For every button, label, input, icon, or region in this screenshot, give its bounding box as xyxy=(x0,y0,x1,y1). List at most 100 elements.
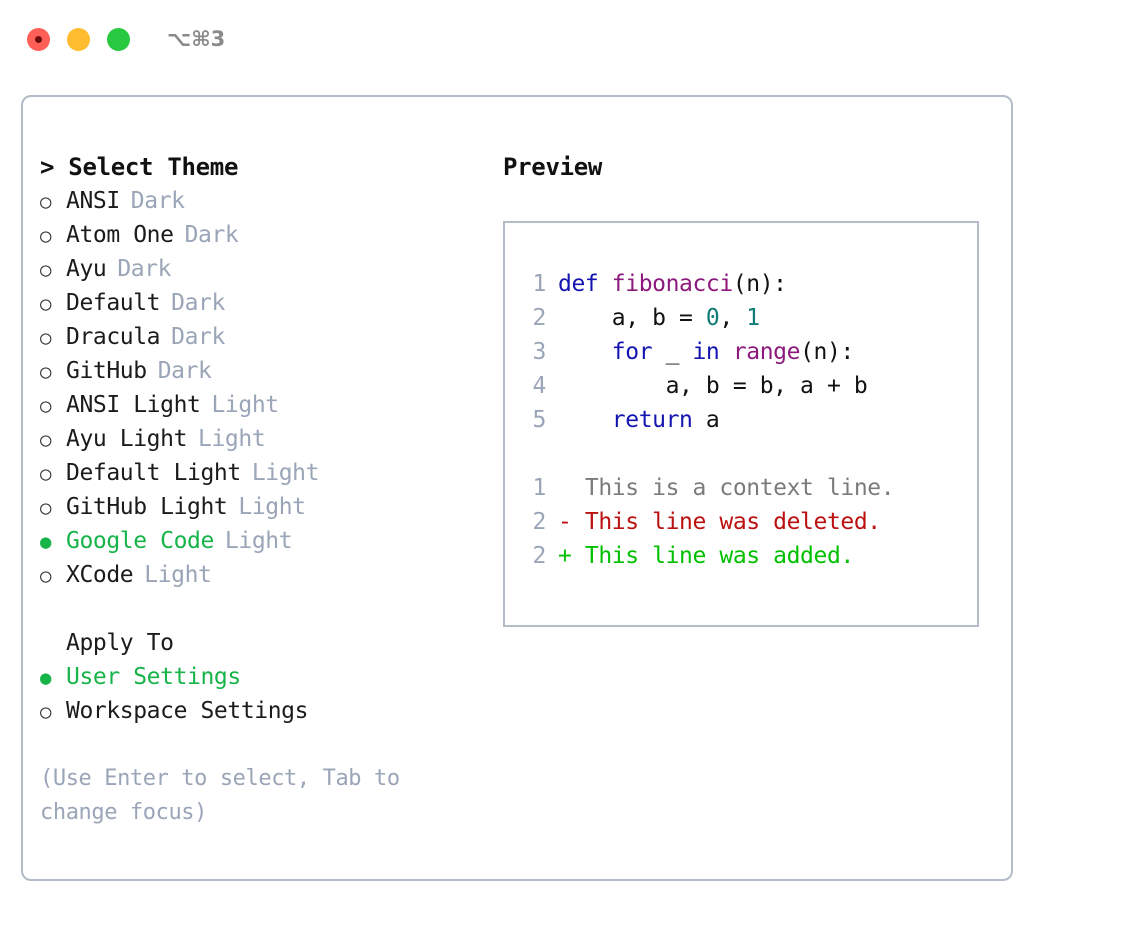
theme-variant-tag: Light xyxy=(251,460,320,486)
theme-option-google-code[interactable]: ● Google Code Light xyxy=(40,524,510,558)
keyboard-hint-text: (Use Enter to select, Tab to change focu… xyxy=(40,766,413,825)
code-token-pl xyxy=(558,339,612,365)
code-line: 3 for _ in range(n): xyxy=(516,335,977,369)
radio-unselected-icon: ○ xyxy=(40,463,52,485)
theme-option-ansi[interactable]: ○ ANSI Dark xyxy=(40,184,510,218)
code-line-text: for _ in range(n): xyxy=(558,335,854,369)
code-line-text: a, b = 0, 1 xyxy=(558,301,760,335)
theme-variant-tag: Light xyxy=(198,426,266,452)
code-token-pl: _ xyxy=(652,339,693,365)
radio-unselected-icon: ○ xyxy=(40,225,52,247)
apply-to-option-user-settings[interactable]: ● User Settings xyxy=(40,660,510,694)
preview-heading: Preview xyxy=(503,153,603,181)
theme-option-xcode[interactable]: ○ XCode Light xyxy=(40,558,510,592)
radio-unselected-icon: ○ xyxy=(40,191,52,213)
theme-variant-tag: Dark xyxy=(117,256,172,282)
code-line-number: 1 xyxy=(532,271,547,297)
keyboard-shortcut-label: ⌥⌘3 xyxy=(167,27,226,51)
apply-to-option-list: ● User Settings ○Workspace Settings xyxy=(40,660,510,728)
theme-variant-tag: Dark xyxy=(130,188,185,214)
code-token-kw: return xyxy=(611,407,693,433)
code-line: 5 return a xyxy=(516,403,977,437)
code-token-num: 1 xyxy=(746,305,760,331)
radio-unselected-icon: ○ xyxy=(40,293,52,315)
theme-variant-tag: Light xyxy=(144,562,212,588)
theme-option-label: Default Light xyxy=(66,460,241,486)
code-line-number: 3 xyxy=(532,339,547,365)
theme-variant-tag: Dark xyxy=(184,222,239,248)
radio-unselected-icon: ○ xyxy=(40,361,52,383)
diff-line-text-add: + This line was added. xyxy=(558,543,854,569)
theme-option-atom-one[interactable]: ○ Atom One Dark xyxy=(40,218,510,252)
code-token-pl: a, b = b, a + b xyxy=(558,373,868,399)
radio-unselected-icon: ○ xyxy=(40,259,52,281)
theme-option-label: Google Code xyxy=(66,528,214,554)
code-token-fn: range xyxy=(732,339,801,365)
code-token-pl: , xyxy=(719,305,747,331)
code-token-kw: for xyxy=(611,339,653,365)
theme-option-label: GitHub Light xyxy=(66,494,228,520)
theme-option-github[interactable]: ○ GitHub Dark xyxy=(40,354,510,388)
code-token-pl: a, b = xyxy=(558,305,706,331)
diff-line: 2+ This line was added. xyxy=(516,539,977,573)
diff-sample: 1 This is a context line.2- This line wa… xyxy=(516,471,977,573)
diff-line: 1 This is a context line. xyxy=(516,471,977,505)
apply-to-section: Apply To ● User Settings ○Workspace Settin… xyxy=(40,626,510,728)
theme-option-label: Atom One xyxy=(66,222,174,248)
code-token-num: 0 xyxy=(705,305,720,331)
apply-to-heading: Apply To xyxy=(66,630,174,656)
theme-variant-tag: Light xyxy=(211,392,279,418)
theme-variant-tag: Light xyxy=(224,528,293,554)
code-line-number: 2 xyxy=(532,305,547,331)
select-theme-heading: > Select Theme xyxy=(40,153,239,181)
title-bar: ⌥⌘3 xyxy=(0,0,1140,78)
apply-to-option-workspace-settings[interactable]: ○Workspace Settings xyxy=(40,694,510,728)
theme-variant-tag: Dark xyxy=(171,324,225,350)
theme-option-ansi-light[interactable]: ○ ANSI Light Light xyxy=(40,388,510,422)
theme-option-label: GitHub xyxy=(66,358,147,384)
radio-unselected-icon: ○ xyxy=(40,327,52,349)
radio-selected-icon: ● xyxy=(40,667,52,689)
theme-option-default-light[interactable]: ○ Default Light Light xyxy=(40,456,510,490)
radio-unselected-icon: ○ xyxy=(40,497,52,519)
code-line-text: a, b = b, a + b xyxy=(558,369,868,403)
code-token-pl xyxy=(719,339,732,365)
apply-to-option-label: User Settings xyxy=(66,664,241,690)
code-line-number: 5 xyxy=(532,407,547,433)
code-line: 2 a, b = 0, 1 xyxy=(516,301,977,335)
code-line: 4 a, b = b, a + b xyxy=(516,369,977,403)
minimize-window-icon[interactable] xyxy=(67,27,90,51)
code-token-pl: (n): xyxy=(800,339,854,365)
code-token-kw: def xyxy=(558,271,612,297)
preview-spacer xyxy=(516,437,977,471)
theme-variant-tag: Dark xyxy=(157,358,212,384)
theme-option-label: XCode xyxy=(66,562,134,588)
close-window-icon[interactable] xyxy=(27,27,50,51)
code-token-fn: fibonacci xyxy=(611,271,733,297)
diff-line-text-del: - This line was deleted. xyxy=(558,509,881,535)
radio-selected-icon: ● xyxy=(40,531,52,553)
theme-option-label: Default xyxy=(66,290,161,316)
radio-unselected-icon: ○ xyxy=(40,429,52,451)
radio-unselected-icon: ○ xyxy=(40,565,52,587)
theme-option-label: ANSI xyxy=(66,188,120,214)
apply-to-option-label: Workspace Settings xyxy=(66,698,309,724)
code-token-kw: in xyxy=(692,339,720,365)
radio-unselected-icon: ○ xyxy=(40,395,52,417)
code-token-pl: a xyxy=(692,407,720,433)
diff-line-number: 1 xyxy=(532,475,547,501)
zoom-window-icon[interactable] xyxy=(107,27,130,51)
theme-option-label: ANSI Light xyxy=(66,392,201,418)
